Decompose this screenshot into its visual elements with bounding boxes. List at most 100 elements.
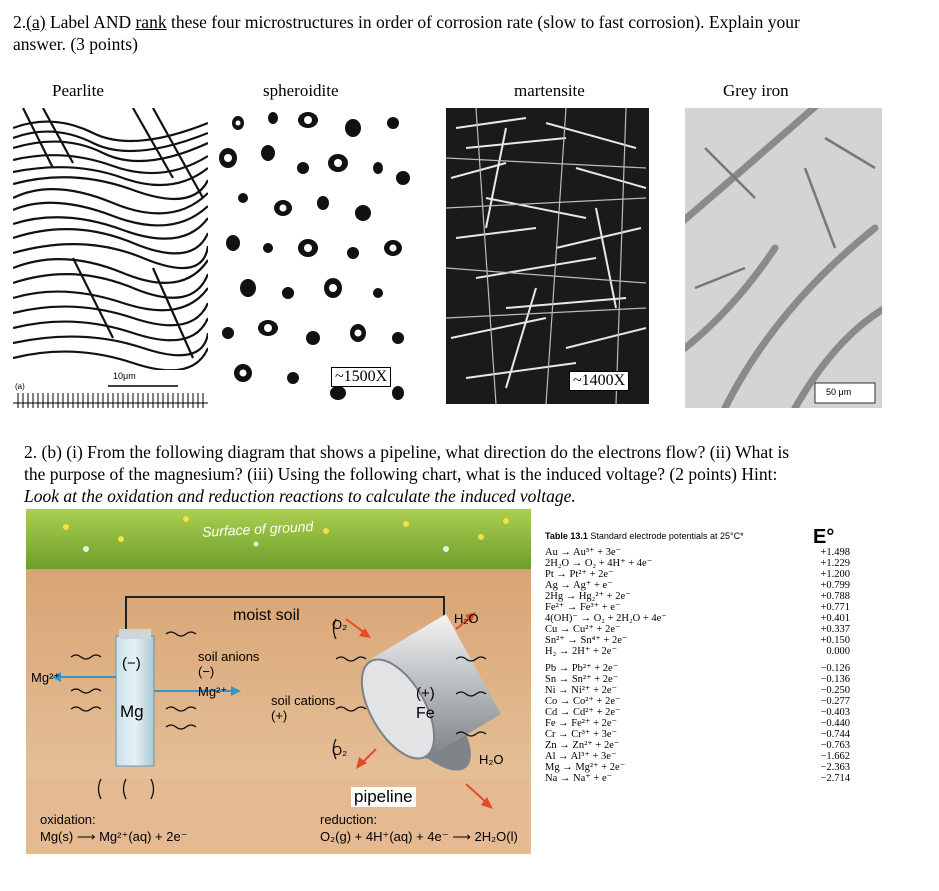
table-row: Sn → Sn²⁺ + 2e⁻ −0.136	[545, 674, 850, 685]
pipe-fe: Fe	[416, 705, 435, 722]
spheroidite-micrograph	[213, 108, 413, 410]
table-row: Mg → Mg²⁺ + 2e⁻−2.363	[545, 762, 850, 773]
question-b-line2: the purpose of the magnesium? (iii) Usin…	[24, 464, 778, 484]
table-row: Na → Na⁺ + e⁻ −2.714	[545, 773, 850, 784]
question-text-cont: these four microstructures in order of c…	[166, 12, 800, 32]
table-reaction: Cd → Cd²⁺ + 2e⁻	[545, 707, 621, 718]
table-potential: +0.771	[820, 602, 850, 613]
moist-soil-label: moist soil	[233, 607, 300, 624]
spheroidite-magnification: ~1500X	[331, 367, 392, 387]
question-text: Label AND	[45, 12, 136, 32]
table-row: Co → Co²⁺ + 2e⁻−0.277	[545, 696, 850, 707]
table-row: Pb → Pb²⁺ + 2e⁻−0.126	[545, 663, 850, 674]
table-row: Fe → Fe²⁺ + 2e⁻ −0.440	[545, 718, 850, 729]
soil-cations-sign: (+)	[271, 708, 288, 723]
table-potential: −0.763	[820, 740, 850, 751]
table-reaction: Fe²⁺ → Fe³⁺ + e⁻	[545, 602, 621, 613]
table-reaction: Cr → Cr³⁺ + 3e⁻	[545, 729, 618, 740]
table-potential: −2.363	[820, 762, 850, 773]
table-row: 2H₂O → O₂ + 4H⁺ + 4e⁻ +1.229	[545, 558, 850, 569]
table-potential: −0.277	[820, 696, 850, 707]
table-potential: −0.440	[820, 718, 850, 729]
table-row: Cr → Cr³⁺ + 3e⁻ −0.744	[545, 729, 850, 740]
grey-iron-scale: 50 μm	[826, 387, 852, 397]
table-potential: +0.401	[820, 613, 850, 624]
table-potential: +1.200	[820, 569, 850, 580]
table-row: Zn → Zn²⁺ + 2e⁻ −0.763	[545, 740, 850, 751]
question-b-hint: Look at the oxidation and reduction reac…	[24, 486, 576, 506]
table-row: Cd → Cd²⁺ + 2e⁻ −0.403	[545, 707, 850, 718]
table-potential: −1.662	[820, 751, 850, 762]
grey-iron-micrograph: 50 μm	[685, 108, 882, 408]
table-row: Al → Al³⁺ + 3e⁻−1.662	[545, 751, 850, 762]
table-row: Ag → Ag⁺ + e⁻ +0.799	[545, 580, 850, 591]
table-header-e0: E°	[813, 526, 835, 548]
table-title: Table 13.1	[545, 531, 588, 541]
table-potential: 0.000	[826, 646, 850, 657]
pearlite-corner: (a)	[15, 382, 25, 391]
table-potential: −2.714	[820, 773, 850, 784]
table-reaction: Ag → Ag⁺ + e⁻	[545, 580, 613, 591]
table-row: Fe²⁺ → Fe³⁺ + e⁻ +0.771	[545, 602, 850, 613]
h2o-top: H₂O	[454, 611, 479, 626]
table-reaction: 2H₂O → O₂ + 4H⁺ + 4e⁻	[545, 558, 653, 569]
label-grey-iron: Grey iron	[723, 81, 789, 100]
anode-minus: (−)	[122, 655, 141, 672]
label-martensite: martensite	[514, 81, 585, 100]
table-potential: −0.136	[820, 674, 850, 685]
question-a: 2.(a) Label AND rank these four microstr…	[13, 11, 928, 55]
mg-ion-left: Mg²⁺	[31, 670, 61, 685]
table-reaction: Sn²⁺ → Sn⁴⁺ + 2e⁻	[545, 635, 628, 646]
pearlite-micrograph: 10μm (a)	[13, 108, 208, 410]
table-reaction: H₂ → 2H⁺ + 2e⁻	[545, 646, 617, 657]
table-potential: +0.799	[820, 580, 850, 591]
table-reaction: Au → Au³⁺ + 3e⁻	[545, 547, 622, 558]
reduction-label: reduction:	[320, 812, 378, 827]
table-reaction: Pb → Pb²⁺ + 2e⁻	[545, 663, 619, 674]
table-potential: −0.744	[820, 729, 850, 740]
table-potential: +0.788	[820, 591, 850, 602]
oxidation-label: oxidation:	[40, 812, 96, 827]
table-potential: −0.403	[820, 707, 850, 718]
oxidation-equation: Mg(s) ⟶ Mg²⁺(aq) + 2e⁻	[40, 829, 188, 844]
o2-top: O₂	[332, 617, 348, 632]
table-row: Sn²⁺ → Sn⁴⁺ + 2e⁻ +0.150	[545, 635, 850, 646]
mg-ion-right: Mg²⁺	[198, 684, 228, 699]
table-potential: +1.229	[820, 558, 850, 569]
table-row: Au → Au³⁺ + 3e⁻ +1.498	[545, 547, 850, 558]
question-part: (a)	[26, 12, 46, 32]
soil-anions-label: soil anions	[198, 649, 260, 664]
o2-bottom: O₂	[332, 743, 348, 758]
question-b-line1: 2. (b) (i) From the following diagram th…	[24, 442, 790, 462]
question-number: 2.	[13, 12, 27, 32]
table-potential: +0.150	[820, 635, 850, 646]
table-reaction: Na → Na⁺ + e⁻	[545, 773, 613, 784]
table-row: 4(OH)⁻ → O₂ + 2H₂O + 4e⁻ +0.401	[545, 613, 850, 624]
question-text-line2: answer. (3 points)	[13, 34, 138, 54]
table-reaction: 4(OH)⁻ → O₂ + 2H₂O + 4e⁻	[545, 613, 667, 624]
table-reaction: Zn → Zn²⁺ + 2e⁻	[545, 740, 620, 751]
table-potential: +1.498	[820, 547, 850, 558]
mg-anode-label: Mg	[120, 702, 144, 721]
table-reaction: Fe → Fe²⁺ + 2e⁻	[545, 718, 618, 729]
soil-cations-label: soil cations	[271, 693, 336, 708]
table-potential: +0.337	[820, 624, 850, 635]
table-subtitle: Standard electrode potentials at 25°C*	[590, 531, 744, 541]
label-pearlite: Pearlite	[52, 81, 104, 100]
table-row: 2Hg → Hg₂²⁺ + 2e⁻ +0.788	[545, 591, 850, 602]
reduction-equation: O₂(g) + 4H⁺(aq) + 4e⁻ ⟶ 2H₂O(l)	[320, 829, 518, 844]
pearlite-scale: 10μm	[113, 371, 136, 381]
pipeline-label: pipeline	[351, 787, 416, 807]
question-rank-word: rank	[135, 12, 167, 32]
table-reaction: Ni → Ni²⁺ + 2e⁻	[545, 685, 618, 696]
soil-anions-sign: (−)	[198, 664, 215, 679]
table-reaction: Pt → Pt²⁺ + 2e⁻	[545, 569, 614, 580]
martensite-magnification: ~1400X	[569, 371, 630, 391]
table-reaction: 2Hg → Hg₂²⁺ + 2e⁻	[545, 591, 631, 602]
table-potential: −0.250	[820, 685, 850, 696]
table-row: Ni → Ni²⁺ + 2e⁻ −0.250	[545, 685, 850, 696]
table-reaction: Sn → Sn²⁺ + 2e⁻	[545, 674, 619, 685]
pipeline-diagram: Surface of ground moist soil O₂ H₂O soil…	[26, 509, 531, 854]
